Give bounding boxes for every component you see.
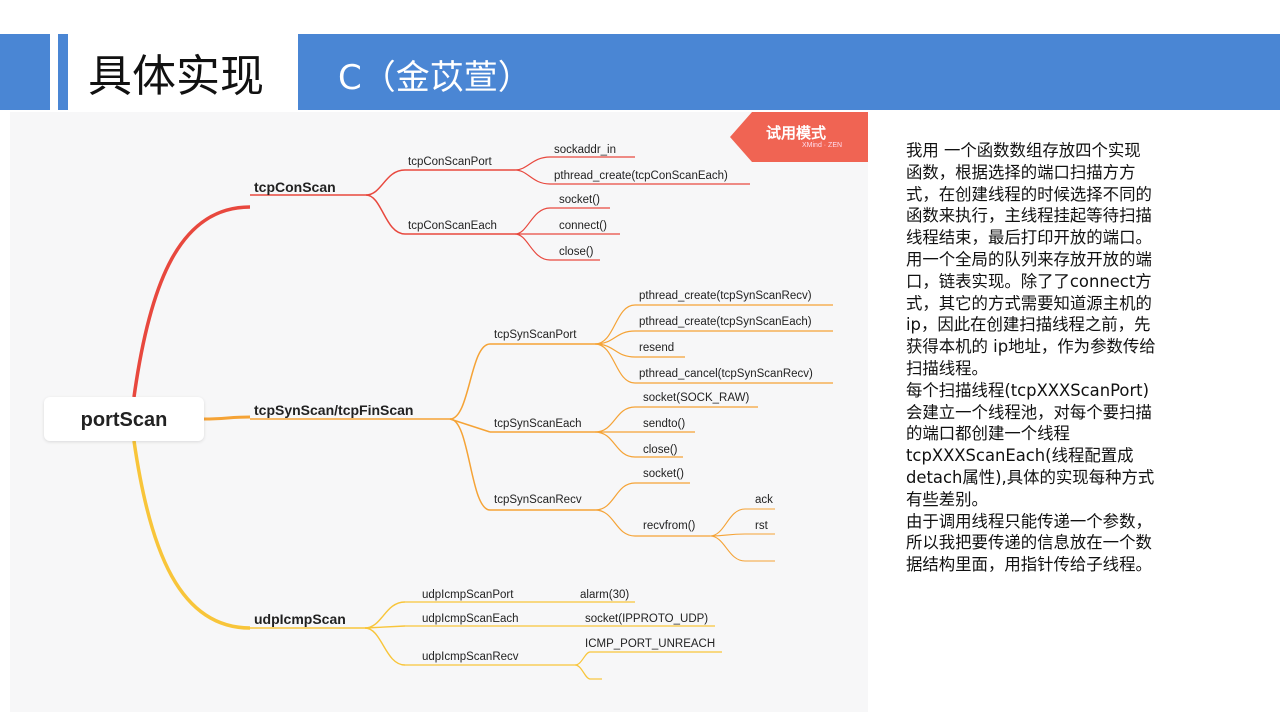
leaf-socket-recv: socket() bbox=[643, 468, 684, 480]
leaf-recvfrom: recvfrom() bbox=[643, 520, 696, 532]
leaf-icmp-port-unreach: ICMP_PORT_UNREACH bbox=[585, 638, 716, 650]
leaf-pthread-create-synscanrecv: pthread_create(tcpSynScanRecv) bbox=[639, 290, 812, 302]
leaf-close-syn: close() bbox=[643, 444, 678, 456]
page-subtitle: C（金苡萱） bbox=[338, 58, 532, 98]
description-paragraph-3: 由于调用线程只能传递一个参数，所以我把要传递的信息放在一个数据结构里面，用指针传… bbox=[906, 511, 1152, 575]
leaf-socket: socket() bbox=[559, 194, 600, 206]
node-tcpsynscanrecv: tcpSynScanRecv bbox=[494, 494, 582, 506]
node-udpicmpscaneach: udpIcmpScanEach bbox=[422, 613, 519, 625]
leaf-sendto: sendto() bbox=[643, 418, 686, 430]
node-udpicmpscanrecv: udpIcmpScanRecv bbox=[422, 651, 519, 663]
branch-tcpsynscan: tcpSynScan/tcpFinScan bbox=[254, 402, 414, 418]
description-text: 我用 一个函数数组存放四个实现函数，根据选择的端口扫描方方式，在创建线程的时候选… bbox=[906, 140, 1156, 576]
mindmap-root-node: portScan bbox=[44, 397, 204, 441]
xmind-zen-logo: XMind · ZEN bbox=[802, 142, 843, 149]
mindmap-root-label: portScan bbox=[80, 409, 168, 431]
node-tcpconscanport: tcpConScanPort bbox=[408, 156, 492, 168]
node-tcpsynscaneach: tcpSynScanEach bbox=[494, 418, 582, 430]
trial-mode-text: 试用模式 bbox=[766, 124, 827, 142]
mindmap-image: portScan tcpConScan tcpSynScan/tcpFinSca… bbox=[10, 112, 868, 712]
leaf-pthread-create-synscaneach: pthread_create(tcpSynScanEach) bbox=[639, 316, 812, 328]
leaf-pthread-create-conscaneach: pthread_create(tcpConScanEach) bbox=[554, 170, 728, 182]
title-box bbox=[68, 34, 298, 110]
leaf-socket-ipproto-udp: socket(IPPROTO_UDP) bbox=[585, 613, 709, 625]
header-accent-stripe bbox=[50, 34, 58, 110]
description-paragraph-1: 我用 一个函数数组存放四个实现函数，根据选择的端口扫描方方式，在创建线程的时候选… bbox=[906, 141, 1156, 378]
leaf-pthread-cancel: pthread_cancel(tcpSynScanRecv) bbox=[639, 368, 813, 380]
description-paragraph-2: 每个扫描线程(tcpXXXScanPort)会建立一个线程池，对每个要扫描的端口… bbox=[906, 380, 1155, 509]
trial-mode-badge: 试用模式 XMind · ZEN bbox=[730, 112, 868, 162]
page-title: 具体实现 bbox=[88, 51, 264, 102]
leaf-close: close() bbox=[559, 246, 594, 258]
node-udpicmpscanport: udpIcmpScanPort bbox=[422, 589, 514, 601]
leaf-rst: rst bbox=[755, 520, 768, 532]
leaf-alarm: alarm(30) bbox=[580, 589, 630, 601]
leaf-socket-sock-raw: socket(SOCK_RAW) bbox=[643, 392, 750, 404]
branch-udpicmpscan: udpIcmpScan bbox=[254, 611, 346, 627]
leaf-connect: connect() bbox=[559, 220, 607, 232]
leaf-resend: resend bbox=[639, 342, 675, 354]
node-tcpconscaneach: tcpConScanEach bbox=[408, 220, 497, 232]
leaf-sockaddr-in: sockaddr_in bbox=[554, 144, 617, 156]
leaf-ack: ack bbox=[755, 494, 773, 506]
mindmap-connectors bbox=[132, 156, 833, 680]
node-tcpsynscanport: tcpSynScanPort bbox=[494, 329, 577, 341]
branch-tcpconscan: tcpConScan bbox=[254, 179, 336, 195]
